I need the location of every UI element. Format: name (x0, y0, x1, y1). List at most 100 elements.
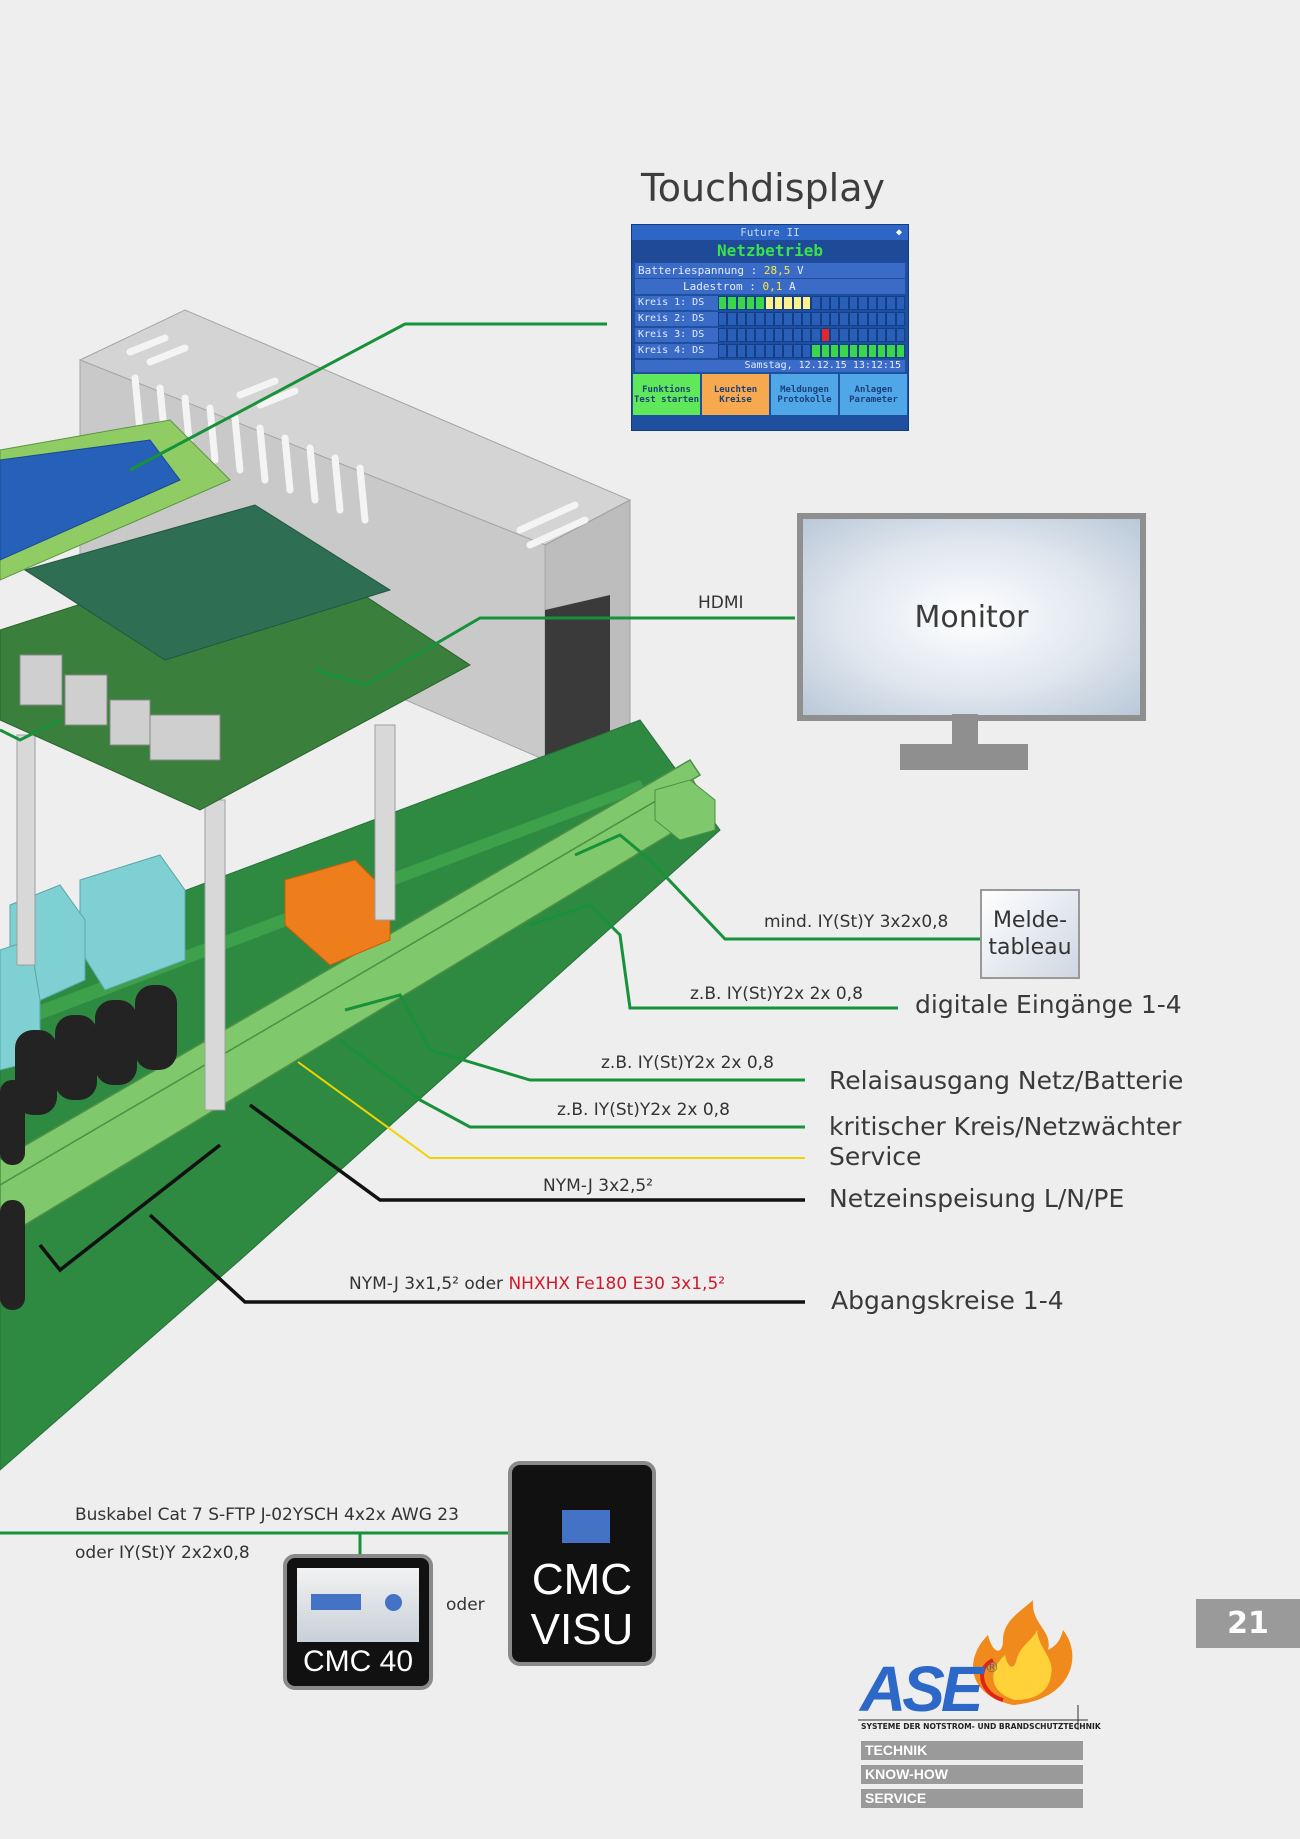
circuit-segment (868, 313, 876, 325)
touch-charge-row: Ladestrom : 0,1 A (635, 279, 905, 294)
circuit-segment (728, 313, 736, 325)
cmc40-bar-icon (311, 1594, 361, 1610)
mains-supply-label: Netzeinspeisung L/N/PE (829, 1184, 1125, 1213)
circuit-segment (849, 329, 858, 341)
circuit-segment (784, 297, 792, 309)
circuit-segment (747, 329, 755, 341)
circuit-segment (747, 313, 755, 325)
circuit-segment (831, 345, 839, 357)
terminal-plug (654, 779, 716, 841)
circuit-segment (728, 297, 736, 309)
flame-icon (973, 1600, 1073, 1705)
ase-logo: ASE ® SYSTEME DER NOTSTROM- UND BRANDSCH… (858, 1600, 1118, 1810)
circuit-row: Kreis 1: DS (635, 296, 905, 310)
circuit-segment (859, 345, 867, 357)
housing-vents (126, 334, 589, 549)
circuit-segment (793, 329, 802, 341)
circuit-segment (896, 345, 904, 357)
circuit-segment (784, 313, 792, 325)
connection-lines-black (38, 1103, 805, 1304)
melde-label-1: Melde- (992, 908, 1068, 933)
circuit-label: Kreis 4: DS (635, 344, 718, 358)
circuit-segment (887, 329, 895, 341)
digital-inputs-label: digitale Eingänge 1-4 (915, 990, 1182, 1019)
hdmi-label: HDMI (698, 593, 744, 613)
circuit-segment (849, 297, 858, 309)
circuit-row: Kreis 4: DS (635, 344, 905, 358)
charge-unit: A (788, 280, 796, 293)
cpu-module (23, 504, 392, 661)
circuit-segment (877, 297, 886, 309)
circuit-segment (775, 345, 783, 357)
cmc40-led-icon (385, 1594, 402, 1611)
battery-unit: V (796, 264, 804, 277)
circuit-segment (803, 313, 811, 325)
circuit-segment (756, 345, 764, 357)
circuit-segment (859, 313, 867, 325)
battery-value: 28,5 (763, 264, 791, 277)
cmc-visu-label-2: VISU (530, 1605, 634, 1654)
touch-display-screen[interactable]: Future II ◆ Netzbetrieb Batteriespannung… (631, 224, 909, 431)
circuit-row: Kreis 3: DS (635, 328, 905, 342)
function-test-button[interactable]: Funktions Test starten (633, 374, 700, 415)
logo-bar-knowhow: KNOW-HOW (861, 1765, 1083, 1784)
outgoing-cable-label: NYM-J 3x1,5² oder NHXHX Fe180 E30 3x1,5² (349, 1274, 725, 1294)
system-parameters-button[interactable]: Anlagen Parameter (840, 374, 907, 415)
circuit-segment (831, 313, 839, 325)
circuit-segment (775, 297, 783, 309)
circuit-segment (821, 297, 830, 309)
outgoing-cable-fireproof: NHXHX Fe180 E30 3x1,5² (508, 1274, 726, 1294)
touch-mode: Netzbetrieb (632, 240, 908, 262)
circuit-segment (719, 345, 727, 357)
outgoing-circuits-label: Abgangskreise 1-4 (831, 1286, 1064, 1315)
circuit-segment (756, 297, 764, 309)
connection-lines-green (0, 322, 983, 1560)
circuit-segment (793, 345, 802, 357)
battery-label: Batteriespannung : (638, 264, 758, 277)
circuit-segment (775, 313, 783, 325)
critical-cable-label: z.B. IY(St)Y2x 2x 0,8 (557, 1100, 730, 1120)
circuit-segment (784, 345, 792, 357)
bus-cable-alt-label: oder IY(St)Y 2x2x0,8 (75, 1543, 250, 1563)
critical-circuit-label: kritischer Kreis/Netzwächter (829, 1112, 1182, 1141)
circuit-label: Kreis 2: DS (635, 312, 718, 326)
circuit-segment (849, 313, 858, 325)
circuit-segment (887, 297, 895, 309)
circuit-segment (887, 345, 895, 357)
circuit-segment (896, 329, 904, 341)
circuit-segment (737, 345, 746, 357)
orange-relay (284, 859, 391, 966)
circuit-segment (831, 329, 839, 341)
mains-cable-label: NYM-J 3x2,5² (543, 1176, 653, 1196)
circuit-segment (756, 313, 764, 325)
logo-tagline: SYSTEME DER NOTSTROM- UND BRANDSCHUTZTEC… (861, 1722, 1101, 1731)
circuit-segment (793, 313, 802, 325)
ase-wordmark: ASE (860, 1653, 984, 1725)
circuit-segment (719, 329, 727, 341)
messages-log-button[interactable]: Meldungen Protokolle (771, 374, 838, 415)
page-number: 21 (1196, 1599, 1300, 1648)
circuit-row: Kreis 2: DS (635, 312, 905, 326)
circuit-segment (719, 297, 727, 309)
touch-logo-icon: ◆ (895, 227, 902, 238)
circuit-segment (728, 329, 736, 341)
lights-circuits-button[interactable]: Leuchten Kreise (702, 374, 769, 415)
capacitors (0, 985, 177, 1310)
monitor-label: Monitor (914, 599, 1029, 635)
circuit-segment (756, 329, 764, 341)
charge-label: Ladestrom : (683, 280, 756, 293)
circuit-segment (877, 313, 886, 325)
circuit-segment (831, 297, 839, 309)
circuit-segment (821, 329, 830, 341)
oder-label: oder (446, 1595, 485, 1615)
circuit-segments (718, 312, 905, 326)
circuit-segment (821, 345, 830, 357)
touch-battery-row: Batteriespannung : 28,5 V (635, 263, 905, 278)
circuit-segment (887, 313, 895, 325)
standoffs (16, 724, 396, 1111)
relay-output-label: Relaisausgang Netz/Batterie (829, 1066, 1184, 1095)
circuit-segment (840, 345, 848, 357)
circuit-segment (877, 329, 886, 341)
cmc-visu-device: CMC VISU (508, 1461, 656, 1666)
circuit-segments (718, 328, 905, 342)
